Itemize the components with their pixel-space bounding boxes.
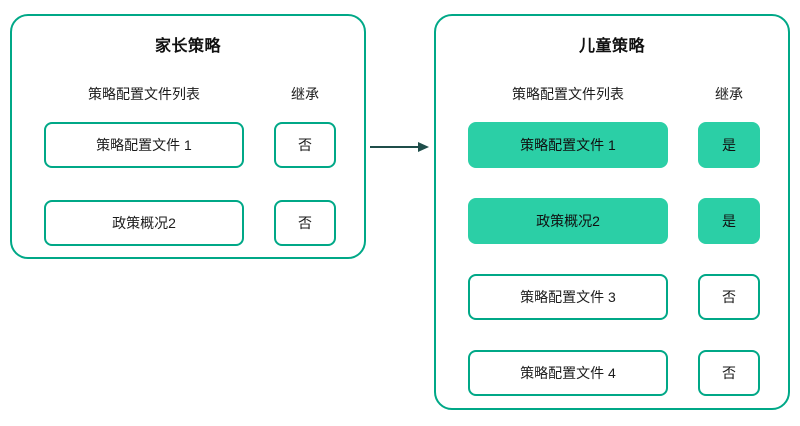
parent-inherit-cell-1[interactable]: 否 xyxy=(274,122,336,168)
parent-row-1: 策略配置文件 1 否 xyxy=(12,122,364,168)
child-column-header-inherit: 继承 xyxy=(715,86,743,102)
parent-policy-panel: 家长策略 策略配置文件列表 继承 策略配置文件 1 否 政策概况2 否 xyxy=(10,14,366,259)
child-profile-cell-3[interactable]: 策略配置文件 3 xyxy=(468,274,668,320)
child-inherit-cell-1[interactable]: 是 xyxy=(698,122,760,168)
child-inherit-cell-4[interactable]: 否 xyxy=(698,350,760,396)
child-profile-cell-1[interactable]: 策略配置文件 1 xyxy=(468,122,668,168)
parent-profile-cell-1[interactable]: 策略配置文件 1 xyxy=(44,122,244,168)
child-policy-panel: 儿童策略 策略配置文件列表 继承 策略配置文件 1 是 政策概况2 是 策略配置… xyxy=(434,14,790,410)
parent-row-2: 政策概况2 否 xyxy=(12,200,364,246)
child-row-2: 政策概况2 是 xyxy=(436,198,788,244)
child-profile-cell-4[interactable]: 策略配置文件 4 xyxy=(468,350,668,396)
child-inherit-cell-2[interactable]: 是 xyxy=(698,198,760,244)
child-column-header-profile-list: 策略配置文件列表 xyxy=(512,86,624,102)
child-policy-title: 儿童策略 xyxy=(578,38,645,55)
child-profile-cell-2[interactable]: 政策概况2 xyxy=(468,198,668,244)
child-inherit-cell-3[interactable]: 否 xyxy=(698,274,760,320)
parent-column-header-inherit: 继承 xyxy=(291,86,319,102)
parent-column-header-profile-list: 策略配置文件列表 xyxy=(88,86,200,102)
parent-profile-cell-2[interactable]: 政策概况2 xyxy=(44,200,244,246)
child-row-3: 策略配置文件 3 否 xyxy=(436,274,788,320)
parent-policy-title: 家长策略 xyxy=(154,38,221,55)
child-row-4: 策略配置文件 4 否 xyxy=(436,350,788,396)
arrow-right-icon xyxy=(370,142,429,152)
child-row-1: 策略配置文件 1 是 xyxy=(436,122,788,168)
parent-inherit-cell-2[interactable]: 否 xyxy=(274,200,336,246)
